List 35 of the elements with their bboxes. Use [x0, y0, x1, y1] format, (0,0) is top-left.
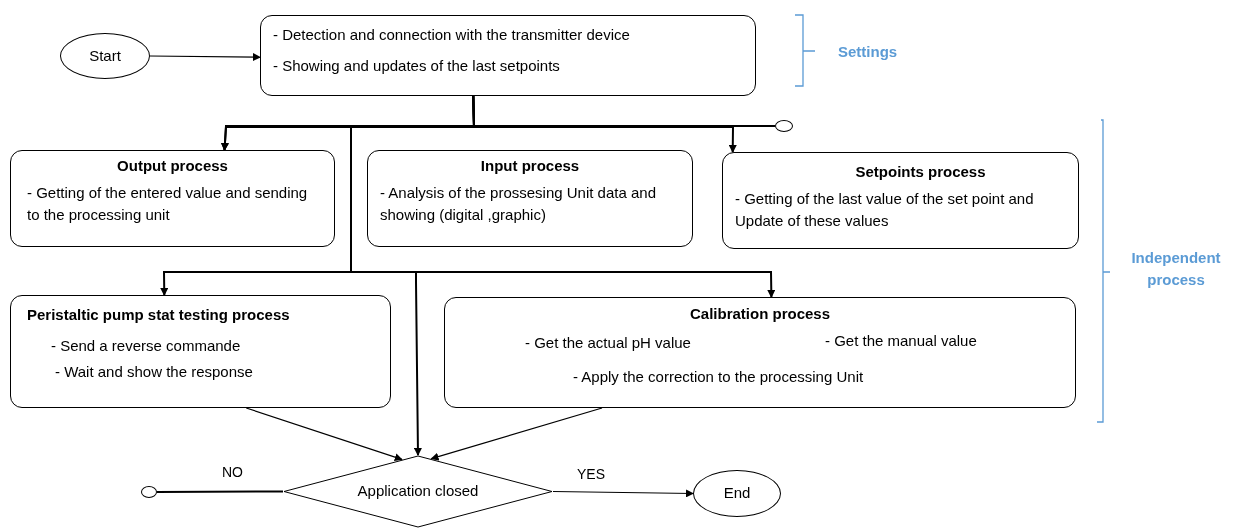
process-heading: Setpoints process [854, 162, 987, 182]
process-step: - Detection and connection with the transmitter device [273, 24, 743, 47]
process-box [444, 297, 1076, 408]
process-step: - Getting of the entered value and sending to the processing unit [27, 181, 317, 226]
process-step: - Getting of the last value of the set point and Update of these values [735, 187, 1066, 232]
arrow [552, 489, 694, 498]
process-box [10, 150, 335, 247]
arrow [220, 125, 776, 151]
process-heading: Input process [479, 156, 581, 176]
process-step: - Apply the correction to the processing Unit [573, 366, 864, 389]
process-step: - Showing and updates of the last setpoints [273, 54, 743, 77]
process-box [260, 15, 756, 96]
process-step: - Wait and show the response [55, 361, 362, 384]
circle-shape [141, 486, 157, 498]
process-box [10, 295, 391, 408]
process-box [367, 150, 693, 247]
decision-text: Application closed [357, 481, 479, 502]
terminal-label: End [723, 483, 751, 504]
arrow [350, 95, 476, 456]
circle-shape [775, 120, 793, 132]
process-step: - Analysis of the prossesing Unit data and showing (digital ,graphic) [380, 181, 680, 226]
decision-diamond [283, 455, 553, 528]
terminal-label: Start [89, 45, 121, 66]
group-label: Independent process [1130, 248, 1222, 290]
arrow [430, 407, 603, 461]
process-heading: Peristaltic pump stat testing process [27, 305, 291, 325]
arrow [149, 53, 261, 62]
process-heading: Output process [116, 156, 229, 176]
process-step: - Get the manual value [825, 330, 977, 353]
process-step: - Get the actual pH value [525, 332, 691, 355]
process-box [722, 152, 1079, 249]
group-label: Settings [838, 42, 898, 62]
arrow [245, 407, 403, 461]
process-step: - Send a reverse commande [51, 334, 362, 357]
process-heading: Calibration process [688, 304, 831, 324]
